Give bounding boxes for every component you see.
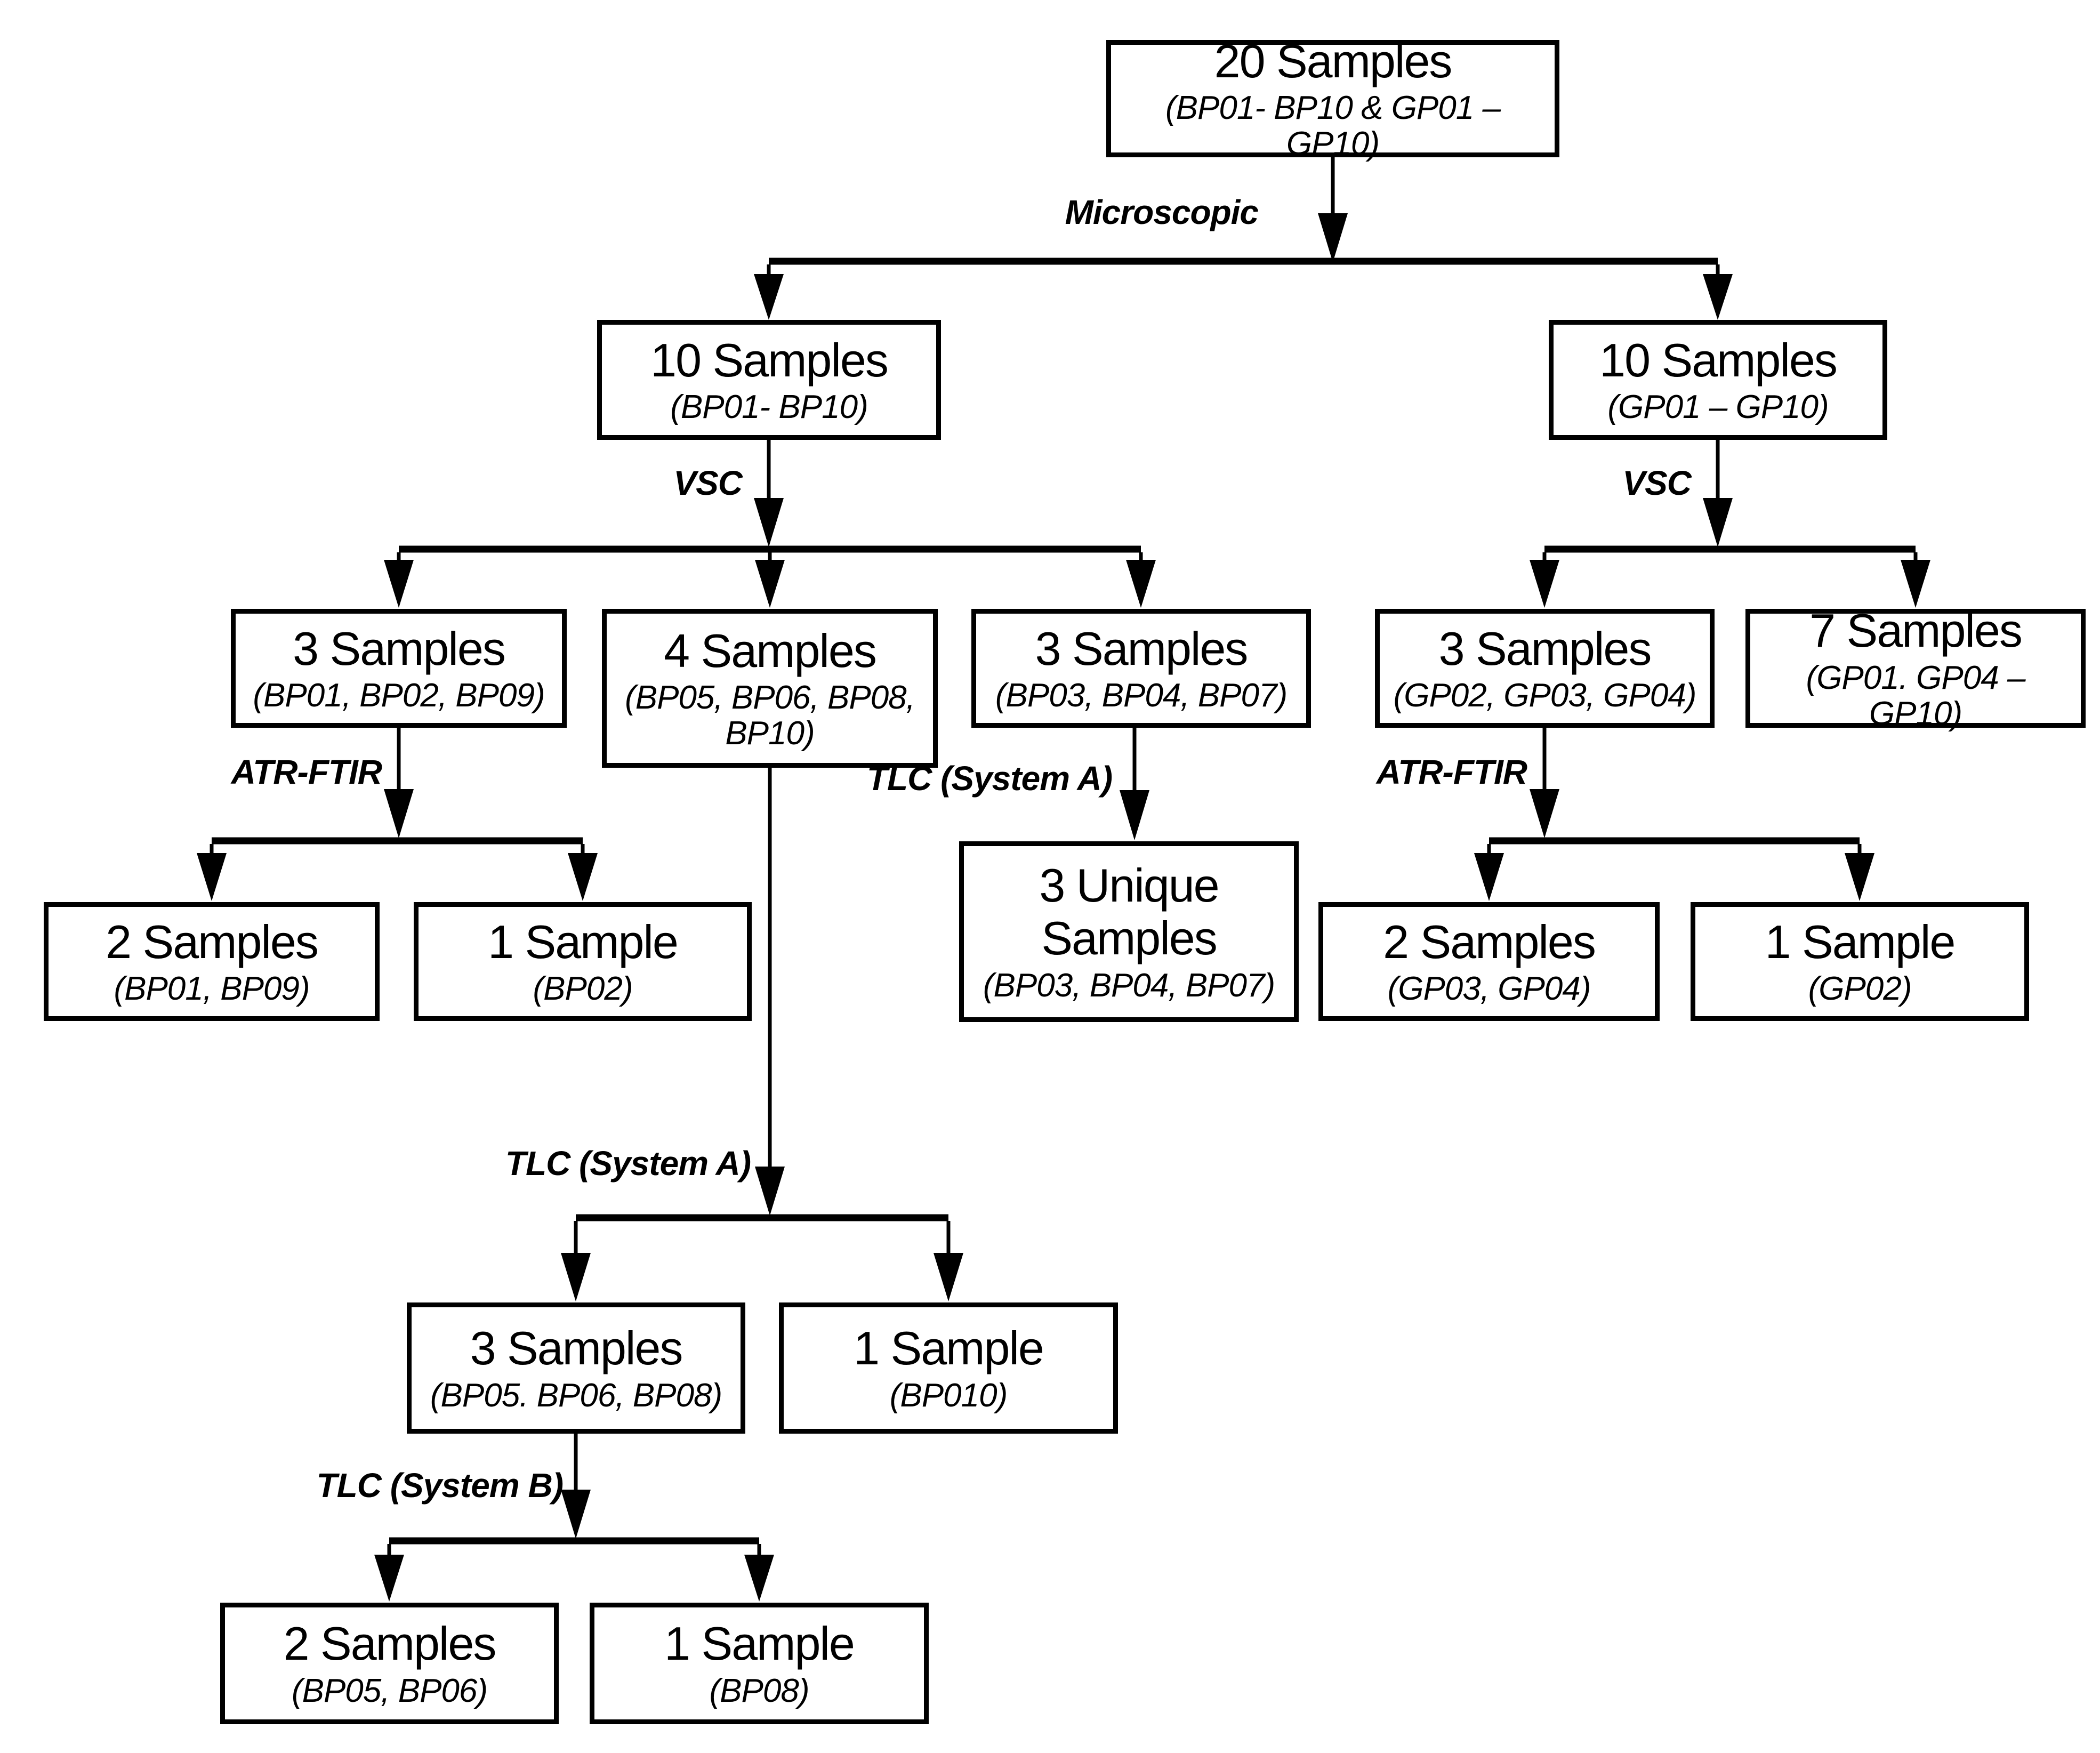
node-10-samples-gp: 10 Samples (GP01 – GP10) [1549,320,1887,440]
node-subtitle: (BP05. BP06, BP08) [430,1377,722,1414]
node-10-samples-bp: 10 Samples (BP01- BP10) [597,320,941,440]
node-3-samples-bp03-04-07: 3 Samples (BP03, BP04, BP07) [971,609,1311,728]
node-subtitle: (BP010) [889,1377,1008,1414]
node-subtitle: (BP03, BP04, BP07) [983,967,1275,1004]
node-title: 20 Samples [1214,34,1453,87]
node-subtitle: (GP01 – GP10) [1607,389,1829,426]
node-title: 1 Sample [854,1322,1044,1375]
node-title: 3 Samples [293,622,506,675]
node-1-sample-bp010: 1 Sample (BP010) [779,1302,1118,1434]
node-title: 3 Unique Samples [1039,859,1219,965]
node-subtitle: (GP03, GP04) [1387,970,1591,1008]
edge-tlc-a-long [561,768,963,1301]
node-1-sample-bp08: 1 Sample (BP08) [590,1603,929,1724]
node-2-samples-bp01-09: 2 Samples (BP01, BP09) [44,902,380,1021]
node-title: 1 Sample [488,915,679,968]
node-subtitle: (BP08) [709,1672,810,1709]
node-20-samples: 20 Samples (BP01- BP10 & GP01 – GP10) [1106,35,1559,162]
node-title: 2 Samples [106,915,319,968]
node-title: 3 Samples [1035,622,1249,675]
node-title: 3 Samples [1438,622,1652,675]
label-tlc-system-b: TLC (System B) [316,1466,564,1505]
node-3-samples-gp02-03-04: 3 Samples (GP02, GP03, GP04) [1375,609,1715,728]
node-subtitle: (BP01, BP09) [114,970,310,1008]
edge-vsc-left [384,440,1156,608]
node-subtitle: (BP02) [533,970,633,1008]
node-title: 10 Samples [1599,333,1838,387]
label-microscopic: Microscopic [1065,193,1259,231]
label-tlc-system-a-long: TLC (System A) [505,1144,751,1183]
node-subtitle: (GP02) [1808,970,1912,1008]
node-subtitle: (BP05, BP06, BP08, BP10) [625,679,915,752]
edge-microscopic [754,157,1733,320]
node-subtitle: (GP01. GP04 – GP10) [1806,659,2026,732]
edge-vsc-right [1530,440,1930,608]
node-3-unique-samples: 3 Unique Samples (BP03, BP04, BP07) [959,841,1299,1022]
node-subtitle: (BP01- BP10 & GP01 – GP10) [1165,90,1501,163]
node-title: 2 Samples [283,1617,497,1670]
node-7-samples-gp: 7 Samples (GP01. GP04 – GP10) [1745,605,2086,731]
label-vsc-left: VSC [673,464,743,502]
edge-atr-ftir-right [1474,728,1874,901]
node-3-samples-bp05-06-08: 3 Samples (BP05. BP06, BP08) [407,1302,745,1434]
node-subtitle: (GP02, GP03, GP04) [1393,677,1697,714]
label-atr-ftir-left: ATR-FTIR [231,753,382,791]
node-subtitle: (BP03, BP04, BP07) [995,677,1288,714]
node-2-samples-gp03-04: 2 Samples (GP03, GP04) [1318,902,1660,1021]
node-title: 10 Samples [650,333,889,387]
node-subtitle: (BP01, BP02, BP09) [253,677,545,714]
label-atr-ftir-right: ATR-FTIR [1376,753,1527,791]
node-subtitle: (BP01- BP10) [670,389,868,426]
edge-atr-ftir-left [197,728,598,901]
node-title: 1 Sample [1765,915,1956,968]
label-tlc-system-a-mid: TLC (System A) [866,759,1113,798]
node-title: 3 Samples [470,1322,683,1375]
node-1-sample-bp02: 1 Sample (BP02) [414,902,752,1021]
edge-tlc-b [374,1434,774,1602]
node-1-sample-gp02: 1 Sample (GP02) [1691,902,2029,1021]
node-2-samples-bp05-06: 2 Samples (BP05, BP06) [220,1603,559,1724]
node-4-samples-bp05-06-08-10: 4 Samples (BP05, BP06, BP08, BP10) [602,609,938,768]
node-title: 7 Samples [1809,604,2023,657]
node-3-samples-bp01-02-09: 3 Samples (BP01, BP02, BP09) [231,609,567,728]
edge-tlc-a-mid [1120,728,1149,840]
node-title: 1 Sample [664,1617,855,1670]
label-vsc-right: VSC [1622,464,1692,502]
node-subtitle: (BP05, BP06) [291,1672,488,1709]
node-title: 2 Samples [1383,915,1596,968]
node-title: 4 Samples [664,624,877,677]
